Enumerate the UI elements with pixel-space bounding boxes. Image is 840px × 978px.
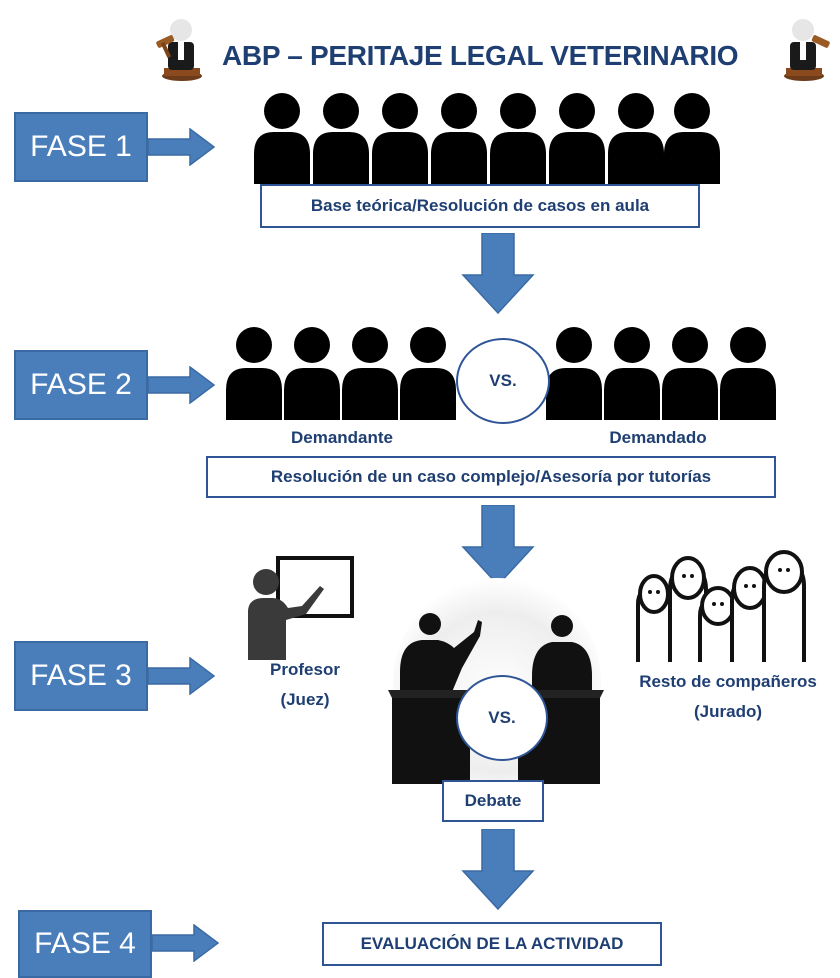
arrow-down-icon: [461, 505, 535, 587]
defendant-group-icon: [546, 327, 776, 420]
vs-badge-phase2: VS.: [456, 338, 550, 424]
debate-icon: [388, 578, 604, 786]
fase4-box: EVALUACIÓN DE LA ACTIVIDAD: [322, 922, 662, 966]
phase-4-label: FASE 4: [18, 910, 152, 978]
defendant-label: Demandado: [609, 428, 707, 447]
plaintiff-group-icon: [226, 327, 456, 420]
phase-3-label: FASE 3: [14, 641, 148, 711]
fase1-box: Base teórica/Resolución de casos en aula: [260, 184, 700, 228]
fase3-box: Debate: [442, 780, 544, 822]
arrow-right-icon: [152, 924, 220, 962]
judge-icon-left: [156, 8, 208, 82]
arrow-right-icon: [148, 128, 216, 166]
fase2-box: Resolución de un caso complejo/Asesoría …: [206, 456, 776, 498]
arrow-down-icon: [461, 233, 535, 315]
jury-label-line2: (Jurado): [694, 702, 762, 721]
teacher-label-line1: Profesor: [270, 660, 340, 679]
arrow-right-icon: [148, 657, 216, 695]
phase-2-label: FASE 2: [14, 350, 148, 420]
teacher-icon: [248, 556, 354, 660]
plaintiff-label: Demandante: [290, 428, 394, 447]
phase-1-label: FASE 1: [14, 112, 148, 182]
jury-label-line1: Resto de compañeros: [639, 672, 817, 691]
vs-badge-phase3: VS.: [456, 675, 548, 761]
arrow-down-icon: [461, 829, 535, 911]
page-title: ABP – PERITAJE LEGAL VETERINARIO: [222, 40, 739, 71]
students-group-icon: [254, 93, 720, 184]
jury-icon: [636, 550, 806, 662]
arrow-right-icon: [148, 366, 216, 404]
judge-icon-right: [776, 8, 832, 82]
teacher-label-line2: (Juez): [280, 690, 330, 709]
